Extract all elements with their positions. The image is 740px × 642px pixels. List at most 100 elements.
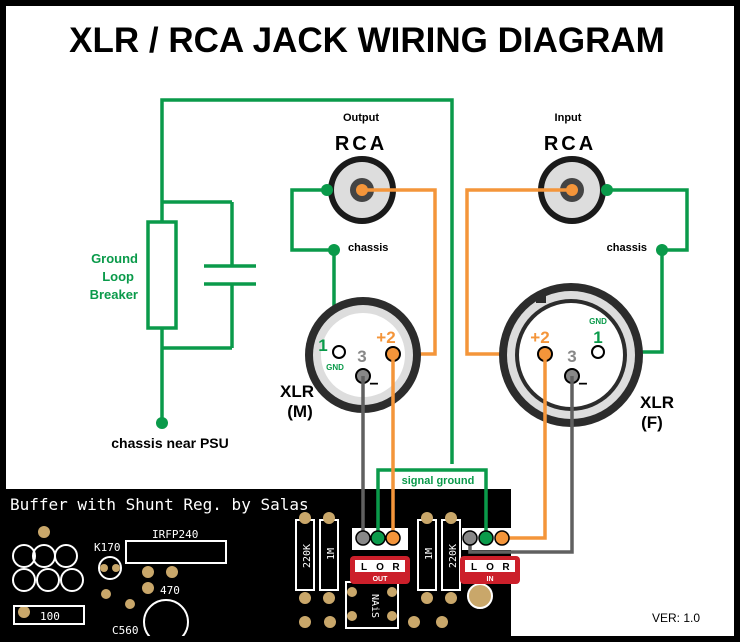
input-chassis-wire: [607, 188, 689, 252]
pcb-pad: [112, 564, 120, 572]
breaker-resistor: [146, 220, 178, 330]
input-terminal-r: R: [502, 562, 510, 573]
output-heading: Output: [343, 112, 379, 124]
input-xlr-label-2: (F): [641, 413, 663, 432]
pcb-label-irfp240: IRFP240: [152, 528, 198, 541]
wiring-diagram: XLR / RCA JACK WIRING DIAGRAM Buffer wit…: [6, 21, 700, 642]
diagram-card: XLR / RCA JACK WIRING DIAGRAM Buffer wit…: [6, 6, 734, 642]
input-chassis-label: chassis: [607, 242, 647, 254]
pcb-pad: [347, 587, 357, 597]
pcb-label-220k-b: 220K: [448, 544, 459, 568]
pcb-component: [98, 556, 122, 580]
input-terminal-label: IN: [487, 576, 494, 583]
output-rca-label: RCA: [335, 133, 387, 155]
output-pcb-hot-node: [385, 530, 401, 546]
pcb-pad: [299, 512, 311, 524]
pcb-capacitor: [143, 599, 189, 642]
pcb-title: Buffer with Shunt Reg. by Salas: [10, 495, 309, 514]
pcb-resistor: [13, 605, 85, 625]
input-pcb-cold-node: [462, 530, 478, 546]
pcb-pad: [324, 616, 336, 628]
input-pin3-label: 3: [567, 347, 576, 366]
pcb-pad: [387, 587, 397, 597]
output-terminal-l: L: [361, 562, 367, 573]
pcb-pad: [445, 512, 457, 524]
pcb-pad: [100, 564, 108, 572]
input-pin1: [591, 345, 605, 359]
pcb-component: [60, 568, 84, 592]
input-rca-label: RCA: [544, 133, 596, 155]
output-terminal-strip: [355, 560, 405, 572]
output-terminal-o: O: [376, 562, 384, 573]
pcb-label-220k-a: 220K: [302, 544, 313, 568]
ground-loop-breaker: Ground Loop Breaker: [90, 200, 256, 350]
chassis-psu-node: [156, 417, 168, 429]
output-pin3-sub: −: [369, 376, 378, 393]
pcb-component: [12, 544, 36, 568]
pcb-component: [12, 568, 36, 592]
pcb-label-c560: C560: [112, 624, 139, 636]
page-title: XLR / RCA JACK WIRING DIAGRAM: [69, 21, 665, 60]
pcb-pad: [142, 566, 154, 578]
output-pin1-sub: GND: [326, 363, 344, 372]
input-xlr-latch: [536, 293, 546, 303]
pcb-pad: [299, 616, 311, 628]
pcb-pad: [421, 512, 433, 524]
output-xlr-insert: [321, 313, 405, 397]
output-pin1-label: 1: [318, 336, 327, 355]
breaker-label-line3: Breaker: [90, 287, 138, 302]
output-pin2-label: +2: [376, 328, 395, 347]
pcb-pad: [408, 616, 420, 628]
pcb-pad: [18, 606, 30, 618]
pcb-pad: [101, 589, 111, 599]
pcb-label-1m-a: 1M: [326, 548, 337, 560]
input-hot-pcb-wire: [500, 354, 547, 540]
output-pin3-label: 3: [357, 347, 366, 366]
output-chassis-wire: [290, 188, 334, 252]
input-pin1-label: 1: [593, 328, 602, 347]
pcb-component: [54, 544, 78, 568]
output-chassis-label: chassis: [348, 242, 388, 254]
input-pcb-hot-node: [494, 530, 510, 546]
input-xlr-label-1: XLR: [640, 393, 674, 412]
input-heading: Input: [555, 112, 582, 124]
input-pin3-sub: −: [578, 376, 587, 393]
input-pin2-label: +2: [530, 328, 549, 347]
pcb-component: [36, 568, 60, 592]
pcb-pad: [387, 611, 397, 621]
input-terminal-strip: [465, 560, 515, 572]
pcb-pad: [421, 592, 433, 604]
pcb-pad: [125, 599, 135, 609]
input-xlr-connector: +2 3 − GND 1: [499, 283, 643, 427]
output-xlr-label-1: XLR: [280, 382, 314, 401]
pcb-label-1m-b: 1M: [424, 548, 435, 560]
input-pin1-sub: GND: [589, 317, 607, 326]
chassis-psu-label: chassis near PSU: [111, 435, 229, 451]
output-pcb-ground-node: [370, 530, 386, 546]
input-terminal-o: O: [486, 562, 494, 573]
pcb-label-100: 100: [40, 610, 60, 623]
signal-ground-label: signal ground: [402, 475, 475, 487]
pcb-pad: [445, 592, 457, 604]
pcb-mounting-hole: [467, 583, 493, 609]
pcb-pad: [436, 616, 448, 628]
output-pin1: [332, 345, 346, 359]
output-xlr-label-2: (M): [287, 402, 312, 421]
pcb-label-470: 470: [160, 584, 180, 597]
output-terminal-r: R: [392, 562, 400, 573]
pcb-pad: [323, 512, 335, 524]
pcb-pad: [166, 566, 178, 578]
pcb-pad: [142, 582, 154, 594]
output-pcb-cold-node: [355, 530, 371, 546]
pcb-pad: [323, 592, 335, 604]
pcb-mosfet: [125, 540, 227, 564]
input-terminal-l: L: [471, 562, 477, 573]
version-label: VER: 1.0: [652, 611, 700, 625]
pcb-pad: [347, 611, 357, 621]
pcb-label-nais: NAiS: [369, 594, 380, 618]
pcb-label-k170: K170: [94, 541, 121, 554]
input-pcb-ground-node: [478, 530, 494, 546]
ground-wire-breaker: [160, 98, 454, 464]
breaker-label-line2: Loop: [102, 269, 134, 284]
